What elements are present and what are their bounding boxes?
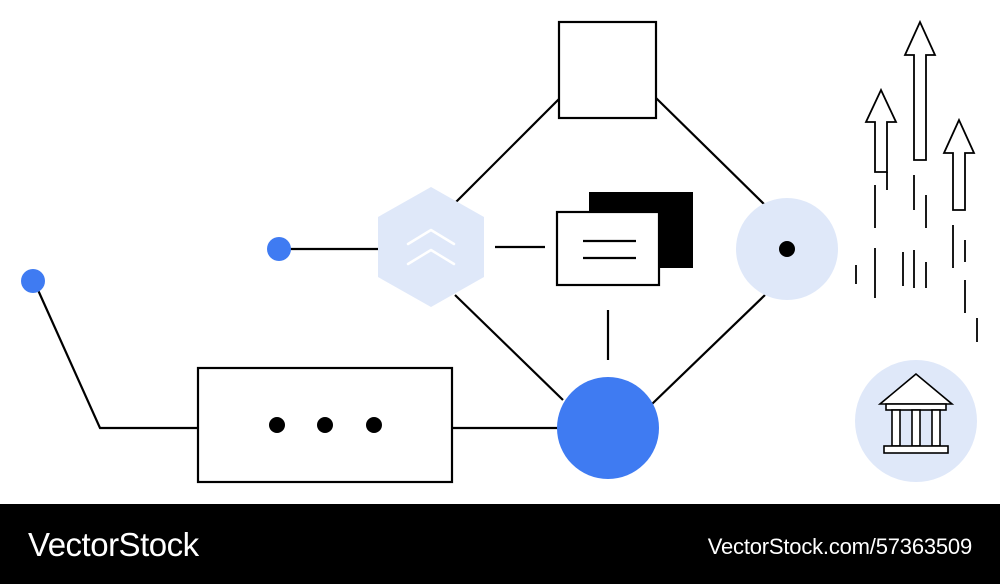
connector-top-left xyxy=(454,97,561,204)
hexagon-node xyxy=(378,187,484,307)
connector-far-left-path xyxy=(36,289,198,430)
stock-id-text: VectorStock.com/57363509 xyxy=(707,534,972,559)
chevrons-up-icon xyxy=(406,228,456,266)
top-square-node xyxy=(557,20,658,120)
connector-top-right xyxy=(655,97,766,206)
blue-end-dot xyxy=(267,237,291,261)
stacked-documents-icon xyxy=(555,192,693,287)
bank-building-icon xyxy=(877,372,955,454)
connector-right-bottom xyxy=(651,294,766,405)
blue-far-left-dot xyxy=(21,269,45,293)
brand-logo-text: VectorStock xyxy=(28,526,199,563)
network-diagram xyxy=(21,19,978,484)
three-dots-icon xyxy=(269,417,382,433)
rising-arrows-icon xyxy=(855,19,978,342)
illustration-canvas xyxy=(21,19,978,484)
watermark-footer: VectorStock VectorStock.com/57363509 xyxy=(0,504,1000,584)
blue-hub-circle xyxy=(557,377,659,479)
target-center-dot xyxy=(779,241,795,257)
connector-left-bottom xyxy=(454,294,564,401)
